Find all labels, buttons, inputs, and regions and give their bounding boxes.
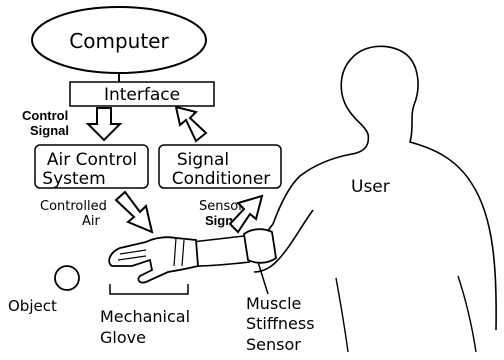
user-waist <box>458 276 476 352</box>
sensor-pointer <box>258 262 268 294</box>
sensor-label-1: Muscle <box>246 294 301 313</box>
muscle-sensor-band <box>244 229 276 263</box>
controlled-air-label-2: Air <box>82 214 101 229</box>
interface-label: Interface <box>104 85 180 105</box>
sensor-label-3: Sensor <box>246 335 301 354</box>
controlled-air-label-1: Controlled <box>40 199 107 214</box>
sensor-signal-label-1: Sensor <box>199 199 244 214</box>
glove-label-2: Glove <box>100 328 146 347</box>
control-signal-label-1: Control <box>22 108 68 123</box>
conditioner-to-interface-arrow <box>176 107 206 141</box>
sensor-label-2: Stiffness <box>246 314 315 333</box>
air-control-label-2: System <box>42 169 105 189</box>
user-forearm <box>192 236 250 266</box>
object-node <box>55 266 79 290</box>
glove-label-1: Mechanical <box>100 307 190 326</box>
user-torso-inner <box>336 278 348 352</box>
computer-label: Computer <box>69 29 169 53</box>
signal-conditioner-label-2: Conditioner <box>172 169 271 189</box>
signal-conditioner-label-1: Signal <box>177 150 229 170</box>
control-signal-arrow <box>88 108 120 140</box>
control-signal-label-2: Signal <box>30 123 69 138</box>
glove-bracket <box>110 284 188 294</box>
air-control-label-1: Air Control <box>47 150 137 170</box>
user-label: User <box>351 177 390 197</box>
object-label: Object <box>8 297 57 315</box>
controlled-air-arrow <box>116 192 152 232</box>
